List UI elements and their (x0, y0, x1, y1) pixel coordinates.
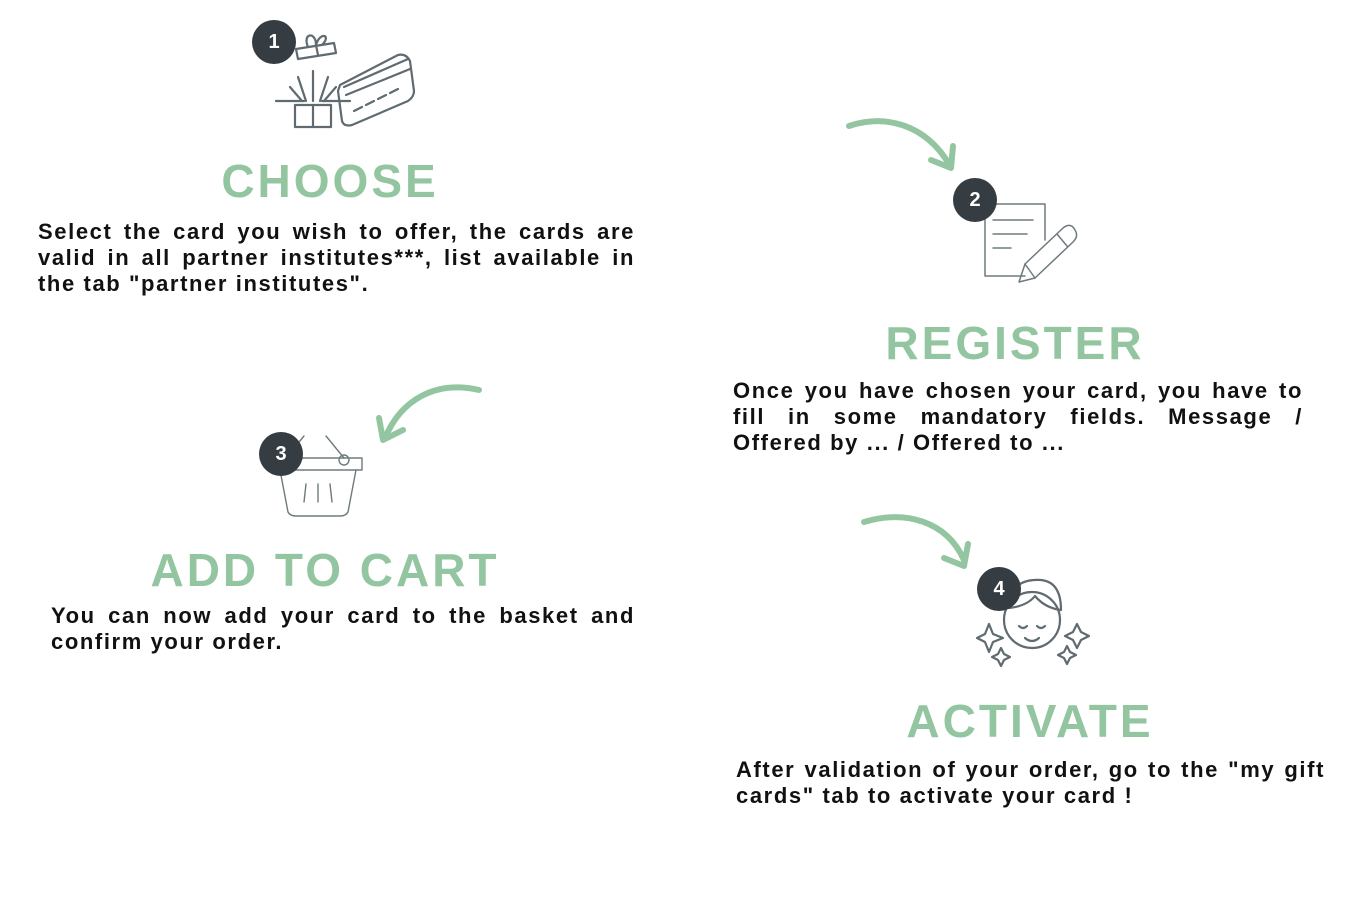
document-pencil-icon (984, 203, 1078, 283)
step-number-badge: 1 (252, 20, 296, 64)
step-title: REGISTER (885, 317, 1145, 369)
happy-face-sparkles-icon (975, 578, 1091, 668)
curved-arrow-icon (376, 384, 482, 443)
step-description: Select the card you wish to offer, the c… (38, 219, 635, 296)
gift-card-icon (274, 34, 416, 129)
step-description: After validation of your order, go to th… (736, 757, 1325, 808)
curved-arrow-icon (861, 514, 971, 569)
curved-arrow-icon (846, 118, 956, 171)
step-description: Once you have chosen your card, you have… (733, 378, 1303, 455)
step-title: ACTIVATE (906, 695, 1154, 747)
step-title: CHOOSE (221, 155, 439, 207)
step-title: ADD TO CART (150, 544, 500, 596)
step-number-badge: 2 (953, 178, 997, 222)
step-description: You can now add your card to the basket … (51, 603, 635, 654)
step-number-badge: 4 (977, 567, 1021, 611)
step-number-badge: 3 (259, 432, 303, 476)
